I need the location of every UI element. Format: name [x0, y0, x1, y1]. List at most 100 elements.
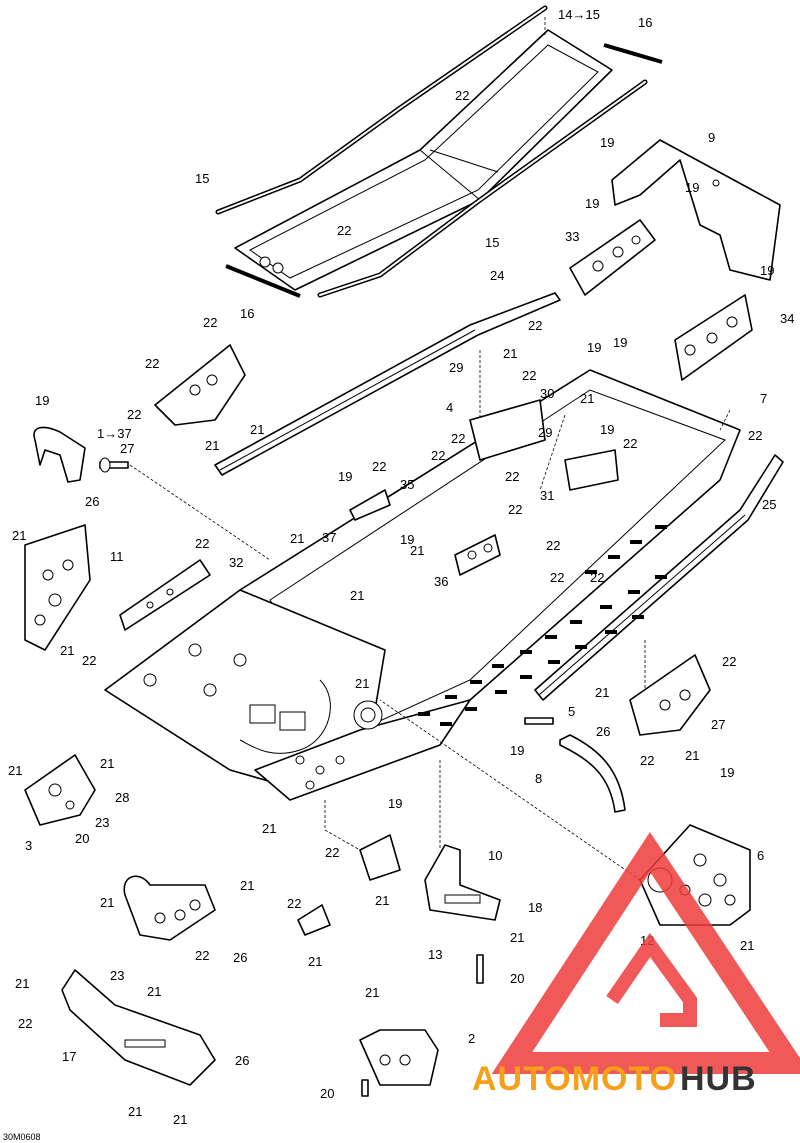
callout-label: 21: [365, 985, 379, 1000]
callout-label: 19: [400, 532, 414, 547]
support-part-30: [469, 399, 619, 491]
callout-label: 19: [587, 340, 601, 355]
running-board-part: [234, 29, 613, 291]
callout-label: 21: [350, 588, 364, 603]
bolt-26-bottom: [361, 954, 484, 1097]
diagram-code: 30M0608: [3, 1132, 41, 1142]
callout-label: 21: [290, 531, 304, 546]
callout-label: 16: [240, 306, 254, 321]
callout-label: 29: [449, 360, 463, 375]
callout-label: 33: [565, 229, 579, 244]
callout-label: 22: [528, 318, 542, 333]
plate-part-35: [349, 489, 391, 521]
callout-label: 26: [596, 724, 610, 739]
track-rail-25: [534, 454, 784, 701]
callout-label: 22: [203, 315, 217, 330]
callout-label: 23: [110, 968, 124, 983]
callout-label: 8: [535, 771, 542, 786]
callout-label: 21: [262, 821, 276, 836]
callout-label: 21: [308, 954, 322, 969]
callout-label: 22: [522, 368, 536, 383]
plate-part-33: [569, 219, 656, 296]
callout-label: 10: [488, 848, 502, 863]
callout-label: 21: [100, 756, 114, 771]
automotohub-logo: AUTOMOTO HUB: [472, 832, 800, 1098]
plate-part-34: [674, 294, 753, 381]
bolt-26-top: [99, 457, 129, 473]
callout-label: 22: [455, 88, 469, 103]
callout-label: 21: [205, 438, 219, 453]
clip-part-13: [297, 904, 331, 936]
callout-label: 18: [528, 900, 542, 915]
callout-label: 2: [468, 1031, 475, 1046]
callout-label: 25: [762, 497, 776, 512]
leader-lines: [129, 15, 731, 881]
callout-label: 24: [490, 268, 504, 283]
callout-label: 19: [600, 422, 614, 437]
callout-label: 16: [638, 15, 652, 30]
callout-label: 19: [35, 393, 49, 408]
callout-label: 28: [115, 790, 129, 805]
end-strip-part: [225, 43, 663, 298]
callout-label: 19: [685, 180, 699, 195]
callout-label: 5: [568, 704, 575, 719]
callout-label: 26: [235, 1053, 249, 1068]
callout-label: 37: [322, 530, 336, 545]
callout-label: 21: [8, 763, 22, 778]
callout-label: 21: [740, 938, 754, 953]
tunnel-slots: [418, 525, 667, 726]
callout-label: 19: [720, 765, 734, 780]
callout-label: 21: [250, 422, 264, 437]
callout-label: 19: [585, 196, 599, 211]
callout-label: 11: [110, 549, 124, 564]
callout-label: 27: [711, 717, 725, 732]
callout-label: 27: [120, 441, 134, 456]
logo-text-hub: HUB: [680, 1060, 757, 1098]
callout-label: 15: [485, 235, 499, 250]
callout-label: 1→37: [97, 426, 132, 441]
callout-label: 19: [338, 469, 352, 484]
callout-label: 26: [233, 950, 247, 965]
callout-label: 9: [708, 130, 715, 145]
callout-label: 29: [538, 425, 552, 440]
side-rail-part: [215, 5, 648, 298]
callout-label: 19: [760, 263, 774, 278]
callout-label: 22: [546, 538, 560, 553]
callout-label: 21: [510, 930, 524, 945]
callout-label: 22: [82, 653, 96, 668]
callout-label: 19: [388, 796, 402, 811]
bracket-part-3: [24, 754, 96, 826]
callout-label: 15: [195, 171, 209, 186]
bracket-part-9: [611, 139, 781, 281]
callout-label: 26: [85, 494, 99, 509]
callout-label: 20: [320, 1086, 334, 1101]
bracket-part-17: [359, 1029, 439, 1086]
plate-part-37: [119, 559, 211, 631]
callout-label: 21: [355, 676, 369, 691]
callout-label: 22: [127, 407, 141, 422]
callout-label: 6: [757, 848, 764, 863]
callout-label: 22: [372, 459, 386, 474]
callout-label: 21: [128, 1104, 142, 1119]
callout-label: 21: [410, 543, 424, 558]
callout-label: 21: [595, 685, 609, 700]
callout-label: 21: [60, 643, 74, 658]
callout-label: 22: [431, 448, 445, 463]
bracket-part-2: [61, 969, 216, 1086]
callout-label: 7: [760, 391, 767, 406]
tube-part-5: [524, 717, 626, 813]
callout-label: 21: [375, 893, 389, 908]
gusset-part-11: [24, 524, 91, 651]
callout-label: 22: [722, 654, 736, 669]
plate-part-36: [454, 534, 501, 576]
callout-label: 21: [503, 346, 517, 361]
callout-label: 21: [580, 391, 594, 406]
callout-label: 23: [95, 815, 109, 830]
callout-label: 22: [325, 845, 339, 860]
callout-label: 22: [623, 436, 637, 451]
callout-label: 22: [195, 536, 209, 551]
bracket-part-4: [33, 426, 86, 483]
callout-label: 22: [18, 1016, 32, 1031]
